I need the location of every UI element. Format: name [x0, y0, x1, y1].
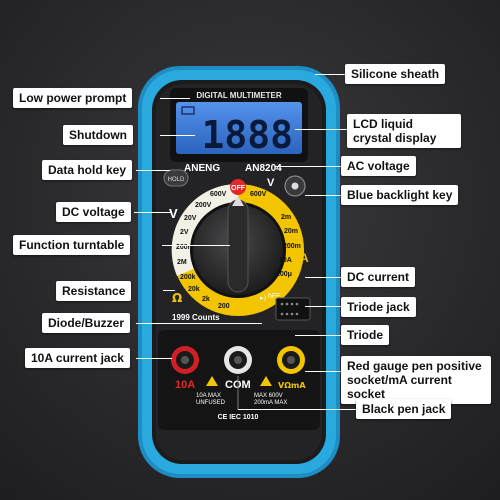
device-header: DIGITAL MULTIMETER	[196, 91, 282, 100]
callout-triode: Triode	[341, 325, 390, 345]
callout-dc-current: DC current	[341, 267, 416, 287]
jack-vma-label: VΩmA	[278, 381, 306, 390]
line-ac	[275, 166, 341, 167]
line-hold	[136, 170, 170, 171]
off-marker	[230, 179, 246, 195]
ohm-symbol: Ω	[172, 291, 182, 305]
callout-10a-current-jack: 10A current jack	[25, 348, 130, 368]
line-turntable	[162, 245, 230, 246]
line-triode	[295, 335, 341, 336]
callout-lcd-display: LCD liquid crystal display	[347, 114, 461, 148]
ac-v-symbol: V	[267, 177, 275, 189]
line-backlight	[305, 195, 341, 196]
callout-silicone-sheath: Silicone sheath	[345, 64, 446, 84]
warn-right-1: MAX 600V	[254, 393, 283, 399]
dial-dcv-3: 2V	[180, 229, 189, 236]
callout-function-turntable: Function turntable	[13, 235, 131, 255]
line-10a	[136, 358, 172, 359]
dial-ohm-3: 2k	[202, 296, 210, 303]
cert-label: CE IEC 1010	[218, 414, 259, 421]
triode-socket[interactable]	[275, 297, 311, 321]
line-dca	[305, 277, 341, 278]
dc-v-symbol: V	[169, 206, 178, 221]
dial-ohm-2: 20k	[188, 286, 200, 293]
hfe-label: hFE	[268, 293, 281, 300]
dial-dca-1: 200m	[283, 243, 301, 250]
line-shutdown	[160, 135, 195, 136]
hold-label: HOLD	[168, 177, 185, 183]
dial-dcv-1: 200V	[195, 202, 212, 209]
dial-dca-4: 200μ	[276, 271, 292, 278]
off-label: OFF	[231, 185, 246, 192]
warning-icon-right	[260, 376, 272, 386]
dial-ohm-0: 2M	[177, 259, 187, 266]
dial-pointer[interactable]	[227, 199, 249, 293]
callout-data-hold-key: Data hold key	[42, 160, 133, 180]
jack-10a-label: 10A	[175, 379, 195, 391]
warning-icon-left	[206, 376, 218, 386]
dial-dca-0: 10A	[279, 257, 292, 264]
dial-ohm-4: 200	[218, 303, 230, 310]
line-low-power	[160, 98, 190, 99]
callout-blue-backlight-key: Blue backlight key	[341, 185, 459, 205]
brand-logo: ANENG	[184, 163, 220, 174]
callout-low-power-prompt: Low power prompt	[13, 88, 133, 108]
dial-dca-2: 20m	[284, 228, 298, 235]
callout-black-pen-jack: Black pen jack	[356, 399, 452, 419]
callout-shutdown: Shutdown	[63, 125, 133, 145]
callout-red-pen-socket: Red gauge pen positive socket/mA current…	[341, 356, 491, 404]
callout-ac-voltage: AC voltage	[341, 156, 416, 176]
dc-a-symbol: A	[300, 251, 309, 265]
line-resistance	[163, 290, 175, 291]
dial-dcv-4: 200m	[176, 244, 194, 251]
dial-acv-600: 600V	[250, 191, 267, 198]
line-red-pen	[305, 371, 341, 372]
warn-left-2: UNFUSED	[196, 400, 226, 406]
lcd-reading: 1888	[201, 113, 293, 157]
dial-dca-3: 2m	[281, 214, 291, 221]
bulb-icon	[291, 182, 299, 190]
line-silicone	[315, 74, 345, 75]
dial-ohm-1: 200k	[180, 274, 196, 281]
line-triode-jack	[305, 306, 341, 307]
line-dcv	[134, 212, 172, 213]
dial-dcv-2: 20V	[184, 215, 197, 222]
callout-dc-voltage: DC voltage	[56, 202, 131, 222]
callout-resistance: Resistance	[56, 281, 132, 301]
warn-left-1: 10A MAX	[196, 393, 221, 399]
callout-diode-buzzer: Diode/Buzzer	[42, 313, 131, 333]
callout-triode-jack: Triode jack	[341, 297, 416, 317]
counts-label: 1999 Counts	[172, 313, 220, 322]
line-diode	[136, 323, 262, 324]
battery-icon	[181, 106, 195, 115]
line-lcd	[295, 129, 347, 130]
diode-buzzer-icon: ▸)	[260, 294, 267, 302]
model-label: AN8204	[245, 163, 282, 174]
warn-right-2: 200mA MAX	[254, 400, 287, 406]
dial-dcv-0: 600V	[210, 191, 227, 198]
line-black-pen	[238, 409, 356, 410]
hold-button[interactable]	[163, 169, 189, 187]
